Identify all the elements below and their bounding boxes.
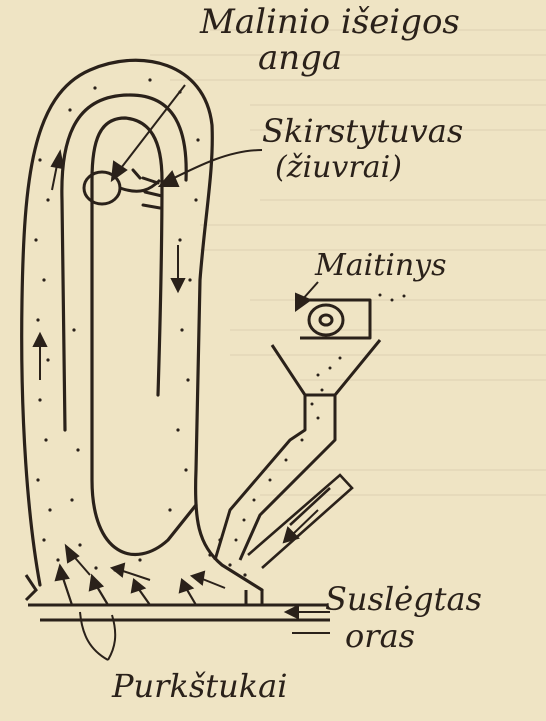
label-outlet-line2: anga xyxy=(258,38,342,78)
label-nozzles: Purkštukai xyxy=(112,667,287,705)
label-separator-line1: Skirstytuvas xyxy=(262,112,463,150)
label-feed: Maitinys xyxy=(315,248,447,283)
label-air-line2: oras xyxy=(345,617,415,655)
label-air-line1: Suslėgtas xyxy=(325,580,482,618)
label-outlet-line1: Malinio išeigos xyxy=(200,2,460,42)
label-separator-line2: (žiuvrai) xyxy=(275,150,402,185)
